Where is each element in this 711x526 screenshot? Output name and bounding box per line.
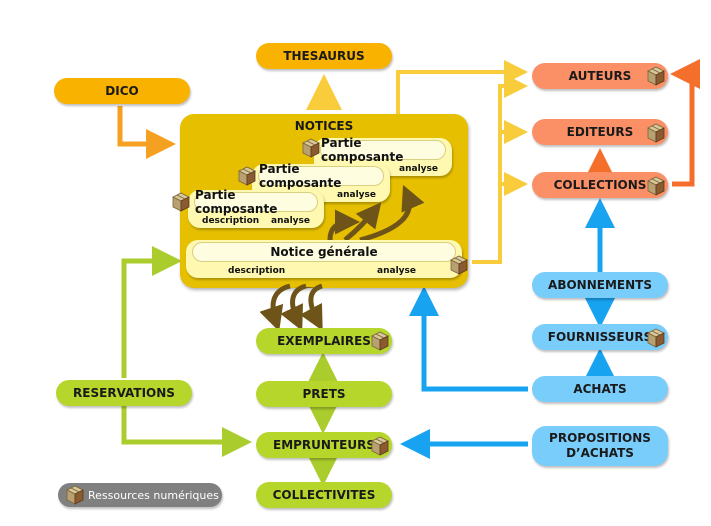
hierarchy-arrows <box>295 184 425 288</box>
curved-arrow <box>343 202 382 242</box>
propositions-line2: D’ACHATS <box>566 446 634 460</box>
node-reservations-label: RESERVATIONS <box>73 386 175 400</box>
arrow-dico-notices <box>117 106 176 159</box>
node-collectivites-label: COLLECTIVITES <box>272 488 376 502</box>
partie-composante-card-3[interactable]: Partie composante description analyse <box>188 188 324 228</box>
node-collectivites[interactable]: COLLECTIVITES <box>256 482 392 508</box>
box-icon <box>645 122 667 144</box>
node-prets[interactable]: PRETS <box>256 381 392 407</box>
node-abonnements[interactable]: ABONNEMENTS <box>532 272 668 298</box>
analyse-label: analyse <box>399 164 438 174</box>
node-exemplaires[interactable]: EXEMPLAIRES <box>256 328 392 354</box>
arrow-collections-auteurs <box>670 59 700 187</box>
box-icon <box>645 175 667 197</box>
box-icon <box>448 254 470 276</box>
node-fournisseurs-label: FOURNISSEURS <box>547 330 653 344</box>
curved-arrow <box>280 283 307 332</box>
legend-box-icon <box>64 484 86 506</box>
analyse-label: analyse <box>271 216 310 226</box>
box-icon <box>369 330 391 352</box>
notice-generale-card[interactable]: Notice générale description analyse <box>186 240 462 278</box>
arrow-reservations-notices <box>121 246 182 378</box>
node-propositions-achats[interactable]: PROPOSITIONS D’ACHATS <box>532 426 668 466</box>
box-icon <box>170 191 192 213</box>
curved-arrow <box>359 184 425 243</box>
analyse-label: analyse <box>377 266 416 276</box>
arrow-reservations-emprunteurs <box>121 406 252 457</box>
node-collections[interactable]: COLLECTIONS <box>532 172 668 198</box>
notices-title: NOTICES <box>294 119 354 133</box>
partie-composante-title: Partie composante <box>258 162 384 190</box>
notices-group: NOTICES Partie composante analyse Partie… <box>180 114 468 288</box>
curved-arrow <box>260 283 291 332</box>
box-icon <box>645 327 667 349</box>
box-icon <box>300 137 322 159</box>
node-thesaurus[interactable]: THESAURUS <box>256 43 392 69</box>
arrow-notice-bus <box>472 74 528 264</box>
description-label: description <box>202 216 260 226</box>
node-achats-label: ACHATS <box>573 382 627 396</box>
curved-arrow <box>299 283 323 331</box>
node-achats[interactable]: ACHATS <box>532 376 668 402</box>
node-emprunteurs-label: EMPRUNTEURS <box>273 438 375 452</box>
legend-label: Ressources numériques <box>88 488 219 502</box>
propositions-line1: PROPOSITIONS <box>549 431 651 445</box>
node-collections-label: COLLECTIONS <box>553 178 647 192</box>
node-editeurs-label: EDITEURS <box>566 125 634 139</box>
notice-generale-title: Notice générale <box>192 242 456 262</box>
box-icon <box>236 165 258 187</box>
node-emprunteurs[interactable]: EMPRUNTEURS <box>256 432 392 458</box>
node-auteurs[interactable]: AUTEURS <box>532 63 668 89</box>
box-icon <box>645 65 667 87</box>
analyse-label: analyse <box>337 190 376 200</box>
node-reservations[interactable]: RESERVATIONS <box>56 380 192 406</box>
arrow-achats-notices <box>409 286 528 392</box>
node-dico[interactable]: DICO <box>54 78 190 104</box>
description-label: description <box>228 266 286 276</box>
legend-ressources-numeriques: Ressources numériques <box>58 483 222 507</box>
node-abonnements-label: ABONNEMENTS <box>548 278 652 292</box>
box-icon <box>369 435 391 457</box>
curved-arrow <box>327 209 360 241</box>
exemplaires-arrows <box>260 283 323 332</box>
node-fournisseurs[interactable]: FOURNISSEURS <box>532 324 668 350</box>
node-editeurs[interactable]: EDITEURS <box>532 119 668 145</box>
node-prets-label: PRETS <box>302 387 346 401</box>
node-exemplaires-label: EXEMPLAIRES <box>277 334 371 348</box>
node-auteurs-label: AUTEURS <box>568 69 632 83</box>
